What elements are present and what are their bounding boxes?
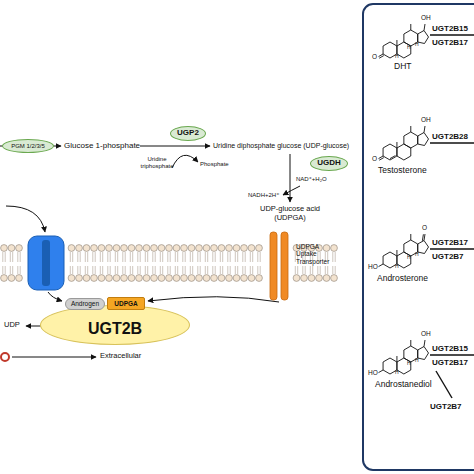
- structure-panel: [363, 4, 474, 470]
- atom-label: H: [415, 252, 419, 258]
- steroid-name: Androsterone: [377, 274, 428, 284]
- metabolite-label: Glucose 1-phosphate: [64, 141, 140, 150]
- udpga-box: UDPGA: [107, 297, 145, 310]
- androgen-pill: Androgen: [65, 298, 105, 310]
- atom-label: H: [395, 54, 399, 60]
- enzyme-name: UGT2B15: [432, 344, 468, 353]
- transporter-label: UDPGA Uptake Transporter: [296, 243, 340, 265]
- atom-label: H: [407, 255, 411, 261]
- extracellular-ring: [1, 353, 9, 361]
- atom-label: O: [372, 155, 377, 162]
- steroid-name: Testosterone: [378, 166, 427, 176]
- androstanediol-structure: [379, 340, 429, 374]
- atom-label: H: [395, 370, 399, 376]
- androgen-channel: [28, 236, 64, 290]
- enzyme-name: UGT2B15: [432, 24, 468, 33]
- atom-label: H: [407, 361, 411, 367]
- node-text: Androgen: [71, 300, 99, 307]
- udpga-transporter: [270, 232, 288, 300]
- dht-structure: [379, 24, 429, 58]
- node-text: UGDH: [317, 159, 341, 168]
- enzyme-ellipse: UGDH: [310, 156, 348, 171]
- enzyme-ellipse: UGP2: [170, 126, 206, 141]
- atom-label: H: [395, 264, 399, 270]
- enzyme-name: UGT2B7: [430, 402, 462, 411]
- node-text: UDPGA: [114, 300, 137, 307]
- enzyme-ellipse: PGM 1/2/3/5: [2, 139, 54, 153]
- node-text: PGM 1/2/3/5: [11, 143, 45, 150]
- atom-label: OH: [421, 330, 431, 337]
- cofactor-label: Phosphate: [200, 161, 229, 168]
- testosterone-structure: [379, 126, 429, 160]
- metabolite-label: Uridine diphosphate glucose (UDP-glucose…: [213, 142, 349, 150]
- steroid-name: DHT: [394, 62, 411, 72]
- cofactor-label: Uridine triphosphate: [136, 156, 178, 170]
- atom-label: O: [372, 53, 377, 60]
- pathway-arrow: [0, 146, 300, 357]
- atom-label: OH: [421, 14, 431, 21]
- node-text: UGT2B: [88, 320, 142, 338]
- enzyme-name: UGT2B17: [432, 358, 468, 367]
- atom-label: OH: [421, 116, 431, 123]
- steroid-name: Androstanediol: [375, 380, 432, 390]
- cofactor-label: NADH+2H⁺: [248, 192, 279, 199]
- atom-label: HO: [368, 369, 378, 376]
- enzyme-divider: [430, 35, 474, 398]
- atom-label: H: [407, 45, 411, 51]
- atom-label: H: [415, 358, 419, 364]
- enzyme-name: UGT2B7: [432, 252, 464, 261]
- enzyme-name: UGT2B17: [432, 238, 468, 247]
- atom-label: O: [422, 224, 427, 231]
- product-label: UDP: [4, 321, 20, 330]
- androsterone-structure: [379, 234, 429, 268]
- enzyme-ellipse: UGT2BAndrogenUDPGA: [40, 305, 190, 345]
- metabolite-label: UDP-glucose acid (UDPGA): [250, 205, 330, 222]
- atom-label: HO: [368, 263, 378, 270]
- compartment-label: Extracellular: [100, 352, 141, 361]
- atom-label: H: [415, 42, 419, 48]
- enzyme-name: UGT2B28: [432, 132, 468, 141]
- enzyme-name: UGT2B17: [432, 38, 468, 47]
- node-text: UGP2: [177, 129, 199, 138]
- cofactor-label: NAD⁺+H₂O: [296, 176, 327, 183]
